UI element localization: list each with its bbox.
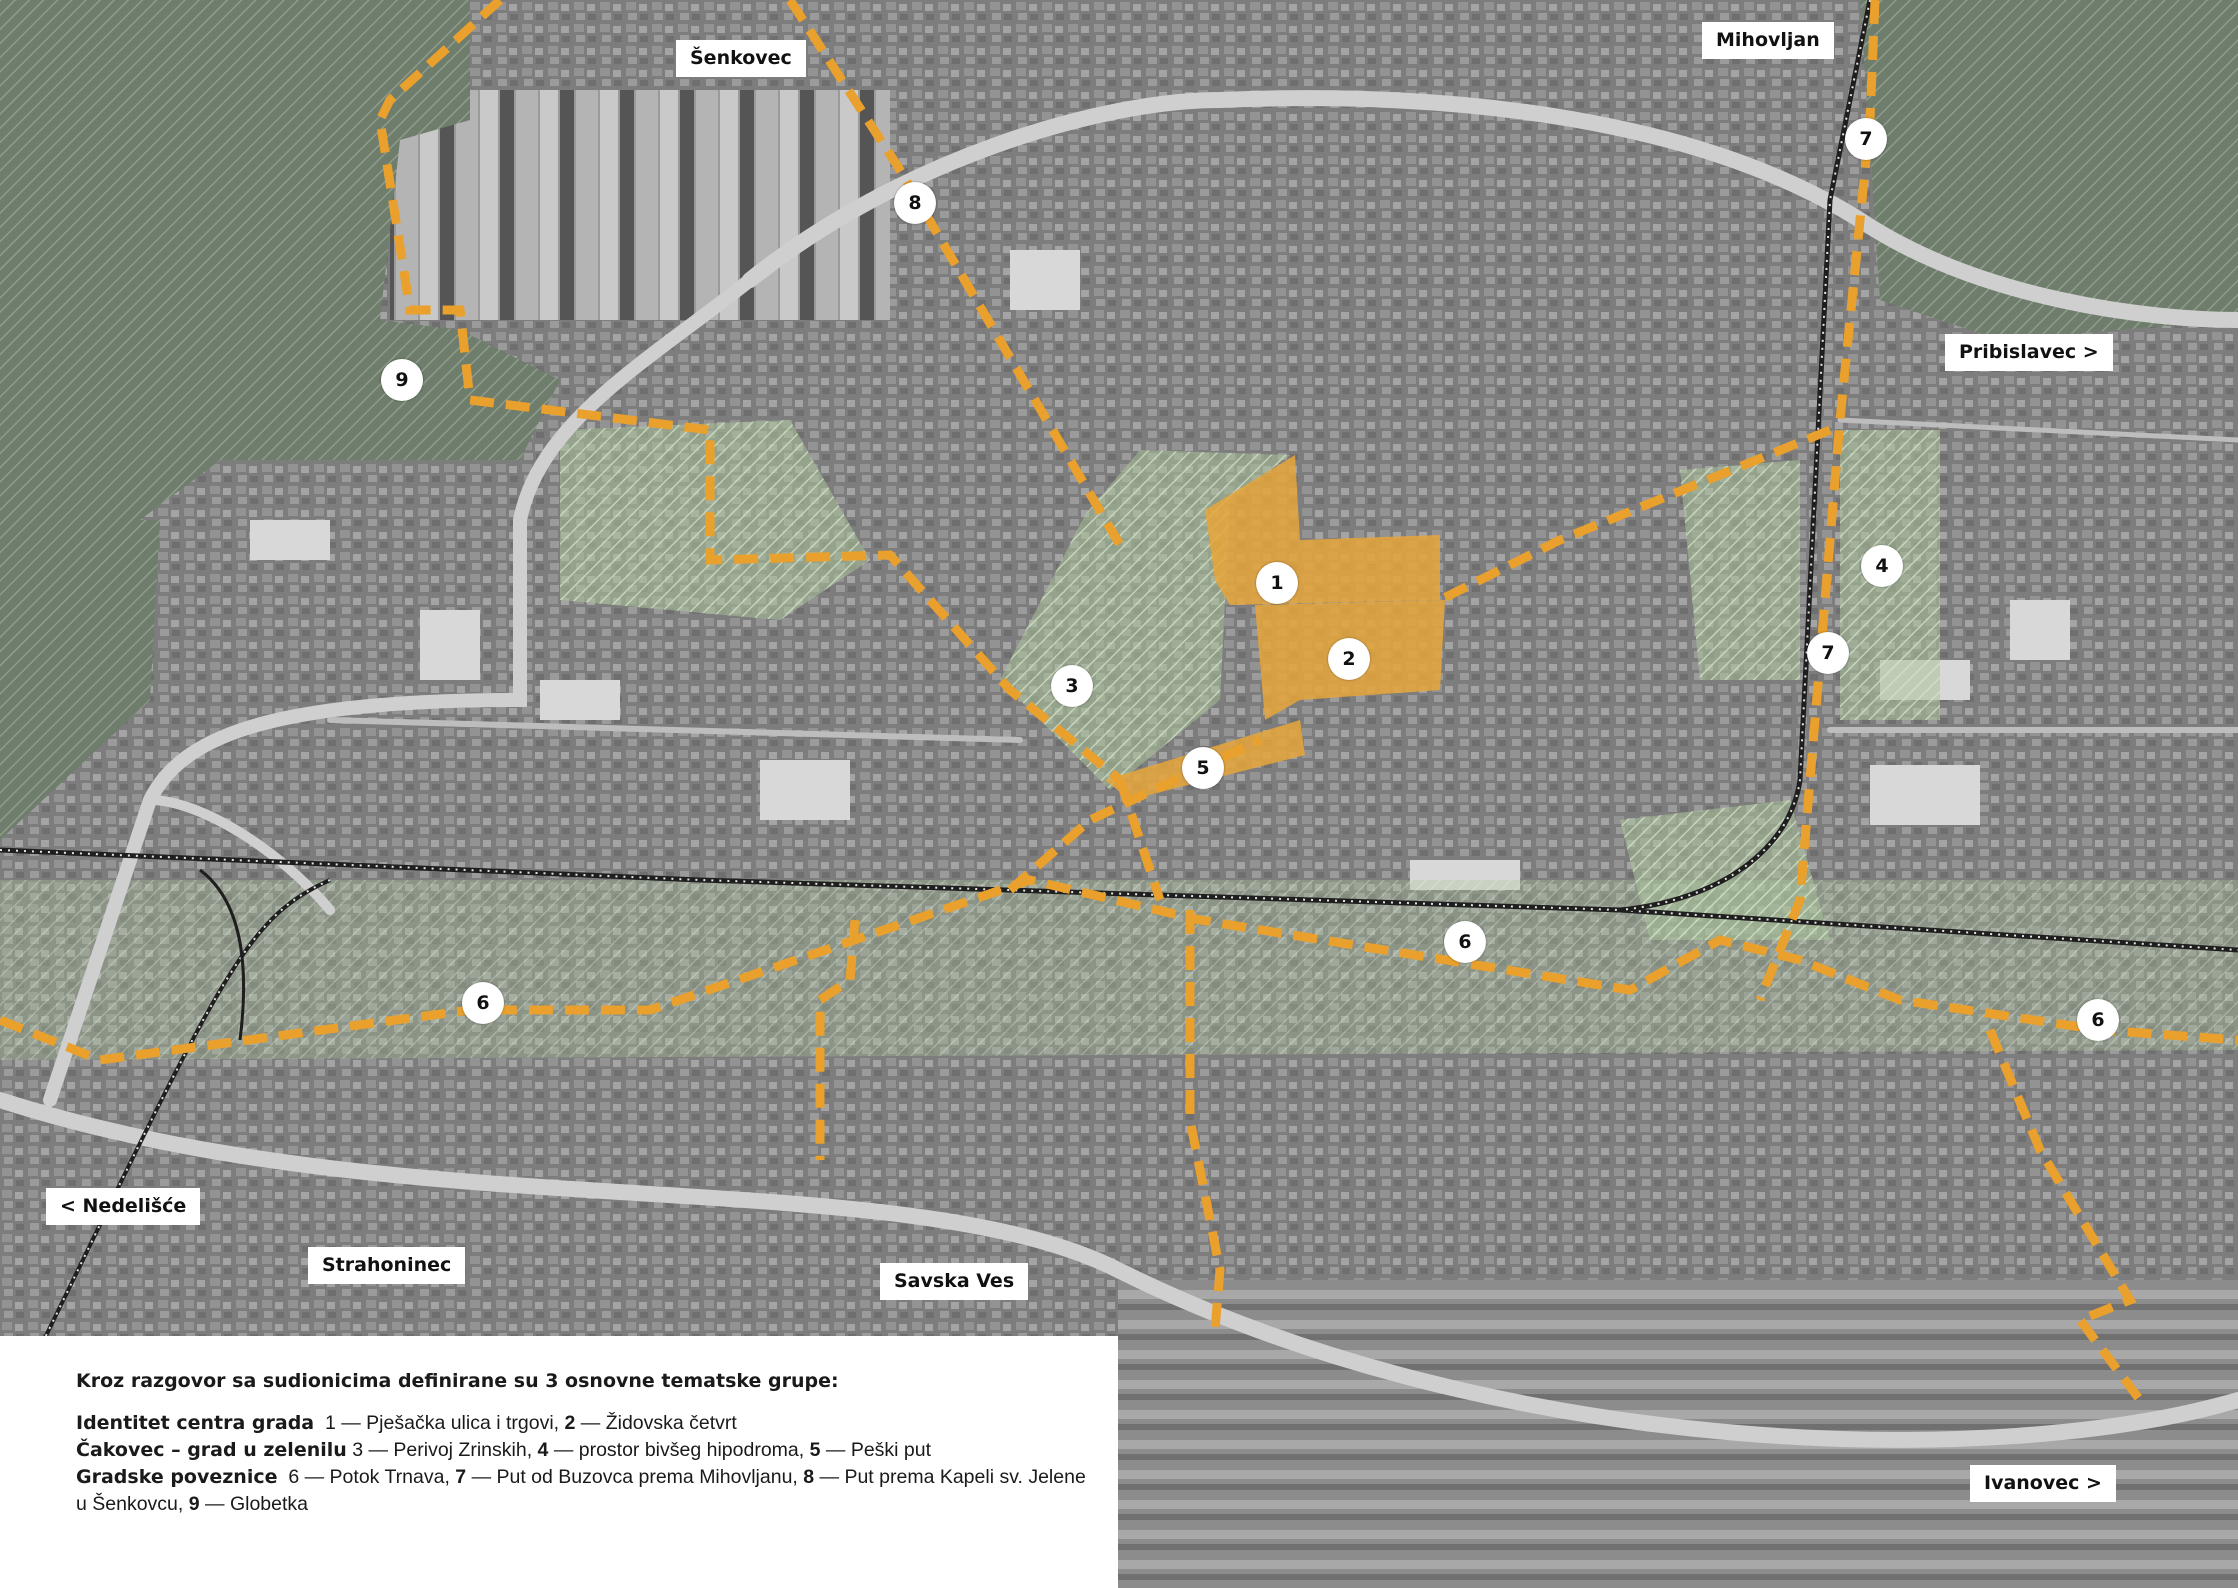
- legend-group-name: Čakovec – grad u zelenilu: [76, 1439, 347, 1461]
- legend-dash: —: [471, 1466, 492, 1488]
- marker-6-west[interactable]: 6: [462, 982, 504, 1024]
- legend-item: Perivoj Zrinskih,: [393, 1439, 533, 1461]
- legend-dash: —: [825, 1439, 846, 1461]
- zone-green-east: [1680, 460, 1800, 680]
- legend-item: Potok Trnava,: [329, 1466, 450, 1488]
- place-label-mihovljan: Mihovljan: [1702, 22, 1834, 59]
- place-label-senkovec: Šenkovec: [676, 40, 806, 77]
- legend-num: 2: [564, 1412, 576, 1434]
- routes: [0, 0, 2238, 1403]
- legend-num: 5: [809, 1439, 821, 1461]
- marker-4[interactable]: 4: [1861, 545, 1903, 587]
- forest-northeast: [1860, 0, 2238, 340]
- zone-trnava-corridor: [0, 880, 2238, 1060]
- legend-dash: —: [819, 1466, 840, 1488]
- legend-dash: —: [368, 1439, 388, 1461]
- legend-num: 4: [537, 1439, 549, 1461]
- marker-2[interactable]: 2: [1328, 638, 1370, 680]
- legend-group-identitet: Identitet centra grada 1 — Pješačka ulic…: [76, 1410, 1088, 1437]
- legend-group-poveznice: Gradske poveznice 6 — Potok Trnava, 7 — …: [76, 1464, 1088, 1518]
- marker-5[interactable]: 5: [1182, 747, 1224, 789]
- forest-west: [0, 520, 160, 840]
- legend-item: Pješačka ulica i trgovi,: [366, 1412, 560, 1434]
- legend-group-zelenilo: Čakovec – grad u zelenilu 3 — Perivoj Zr…: [76, 1437, 1088, 1464]
- legend-item: prostor bivšeg hipodroma,: [578, 1439, 805, 1461]
- legend-num: 7: [455, 1466, 467, 1488]
- legend-num: 9: [188, 1493, 200, 1515]
- legend-dash: —: [341, 1412, 361, 1434]
- legend-dash: —: [553, 1439, 574, 1461]
- place-label-pribislavec[interactable]: Pribislavec >: [1945, 334, 2113, 371]
- main-roads: [0, 90, 2238, 1448]
- fields-north: [390, 90, 890, 320]
- legend-group-name: Identitet centra grada: [76, 1412, 315, 1434]
- place-label-nedelisce[interactable]: < Nedelišće: [46, 1188, 201, 1225]
- legend-num: 1: [324, 1412, 336, 1434]
- legend-item: Peški put: [850, 1439, 932, 1461]
- marker-6-center[interactable]: 6: [1444, 921, 1486, 963]
- legend-num: 6: [288, 1466, 300, 1488]
- legend-group-name: Gradske poveznice: [76, 1466, 278, 1488]
- place-label-ivanovec[interactable]: Ivanovec >: [1970, 1465, 2116, 1502]
- marker-7-south[interactable]: 7: [1807, 632, 1849, 674]
- place-label-savska-ves: Savska Ves: [880, 1263, 1029, 1300]
- zone-sports: [560, 420, 870, 620]
- legend-item: Put od Buzovca prema Mihovljanu,: [496, 1466, 798, 1488]
- marker-8[interactable]: 8: [894, 182, 936, 224]
- marker-9[interactable]: 9: [381, 359, 423, 401]
- marker-3[interactable]: 3: [1051, 665, 1093, 707]
- legend-item: Put prema Kapeli sv. Jelene u Šenkovcu,: [76, 1466, 1086, 1515]
- legend-item: Globetka: [229, 1493, 309, 1515]
- legend-panel: Kroz razgovor sa sudionicima definirane …: [0, 1336, 1118, 1588]
- marker-7-north[interactable]: 7: [1845, 118, 1887, 160]
- legend-dash: —: [580, 1412, 601, 1434]
- marker-6-east[interactable]: 6: [2077, 999, 2119, 1041]
- legend-num: 3: [352, 1439, 364, 1461]
- legend-dash: —: [205, 1493, 225, 1515]
- marker-1[interactable]: 1: [1256, 562, 1298, 604]
- legend-num: 8: [803, 1466, 815, 1488]
- legend-title: Kroz razgovor sa sudionicima definirane …: [76, 1370, 839, 1392]
- place-label-strahoninec: Strahoninec: [308, 1247, 466, 1284]
- legend-item: Židovska četvrt: [605, 1412, 737, 1434]
- legend-dash: —: [304, 1466, 325, 1488]
